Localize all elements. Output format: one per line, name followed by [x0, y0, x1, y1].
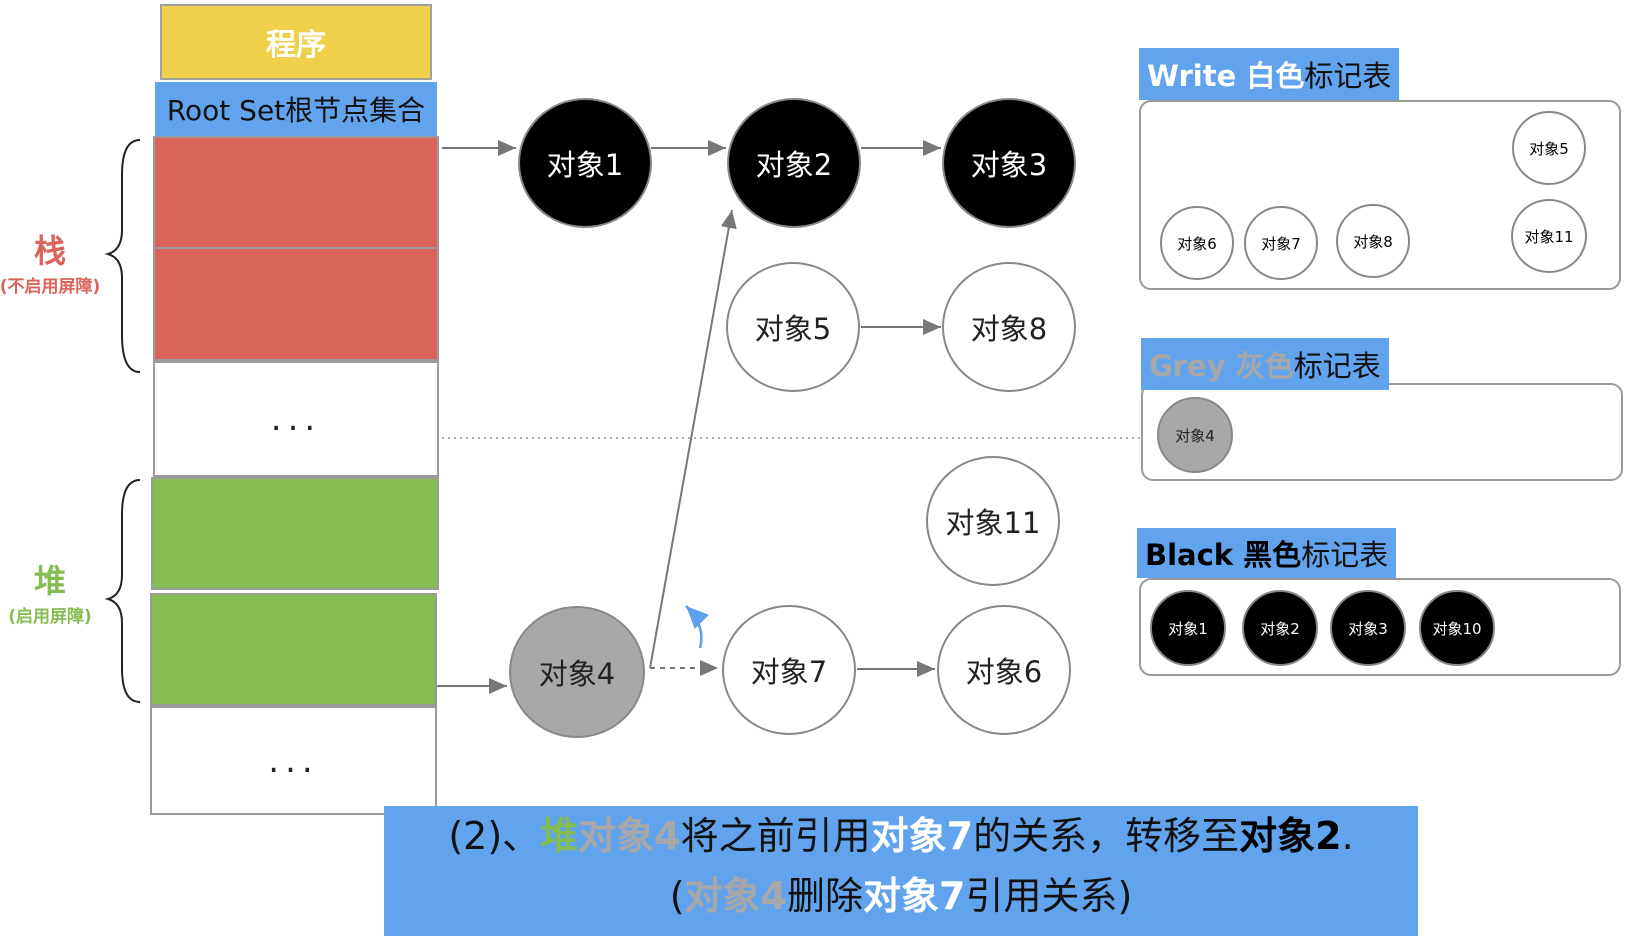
stack-cell-1: [153, 136, 439, 249]
node-obj1: 对象1: [518, 98, 652, 228]
caption-paren-open: (: [669, 874, 685, 918]
grey-item-obj4: 对象4: [1157, 397, 1233, 473]
stack-cell-2: [153, 247, 439, 361]
heap-brace: [104, 479, 141, 703]
black-table-suffix: 标记表: [1301, 538, 1389, 572]
white-item-obj11: 对象11: [1511, 199, 1587, 273]
white-table-header: Write 白色标记表: [1139, 48, 1400, 100]
black-table-header: Black 黑色标记表: [1137, 528, 1397, 578]
black-item-obj3: 对象3: [1330, 590, 1406, 666]
grey-table-title: Grey 灰色: [1149, 349, 1294, 383]
node-obj11: 对象11: [926, 456, 1060, 586]
black-item-obj1: 对象1: [1150, 590, 1226, 666]
caption-text-a: 将之前引用: [680, 814, 871, 858]
program-box: 程序: [160, 4, 432, 80]
white-item-obj7: 对象7: [1244, 206, 1318, 280]
node-obj8: 对象8: [942, 262, 1076, 392]
node-obj2: 对象2: [727, 98, 861, 228]
heap-cell-ellipsis: ...: [150, 706, 437, 815]
node-obj3: 对象3: [942, 98, 1076, 228]
heap-title: 堆: [33, 562, 66, 600]
node-obj5: 对象5: [726, 262, 860, 392]
heap-subtitle: (启用屏障): [8, 607, 92, 627]
caption-text-d: 引用关系): [965, 874, 1133, 918]
stack-subtitle: (不启用屏障): [0, 277, 101, 297]
caption-line-1: (2)、堆对象4将之前引用对象7的关系，转移至对象2.: [384, 806, 1418, 866]
heap-cell-1: [151, 477, 439, 590]
caption-obj7-2: 对象7: [863, 874, 966, 918]
caption-period: .: [1341, 814, 1354, 858]
white-item-obj8: 对象8: [1336, 204, 1410, 278]
caption-step: (2)、: [448, 814, 541, 858]
caption-obj7: 对象7: [870, 814, 974, 858]
caption-obj4-2: 对象4: [684, 874, 787, 918]
caption-obj4: 对象4: [578, 814, 681, 858]
caption-heap: 堆: [540, 814, 579, 858]
white-item-obj5: 对象5: [1512, 111, 1586, 185]
black-item-obj2: 对象2: [1242, 590, 1318, 666]
stack-cell-ellipsis: ...: [153, 361, 439, 477]
black-item-obj10: 对象10: [1419, 590, 1495, 666]
white-table-title: Write 白色: [1147, 59, 1305, 93]
node-obj4: 对象4: [509, 606, 645, 738]
root-set-header: Root Set根节点集合: [155, 82, 437, 136]
white-item-obj6: 对象6: [1160, 206, 1234, 280]
caption-box: (2)、堆对象4将之前引用对象7的关系，转移至对象2. (对象4删除对象7引用关…: [384, 806, 1418, 936]
node-obj7: 对象7: [722, 605, 856, 735]
node-obj6: 对象6: [937, 605, 1071, 735]
heap-cell-2: [150, 593, 437, 706]
rotate-hint-arrow: [685, 605, 709, 649]
arrow-obj4-to-obj2: [649, 209, 737, 669]
stack-title: 栈: [33, 232, 66, 270]
caption-text-b: 的关系，转移至: [973, 814, 1240, 858]
white-table-suffix: 标记表: [1304, 59, 1392, 93]
black-table-title: Black 黑色: [1145, 538, 1302, 572]
stack-brace: [104, 139, 141, 373]
caption-text-c: 删除: [786, 874, 863, 918]
caption-obj2: 对象2: [1239, 814, 1342, 858]
grey-table-header: Grey 灰色标记表: [1141, 338, 1389, 390]
caption-line-2: (对象4删除对象7引用关系): [384, 866, 1418, 926]
grey-table-suffix: 标记表: [1293, 349, 1381, 383]
